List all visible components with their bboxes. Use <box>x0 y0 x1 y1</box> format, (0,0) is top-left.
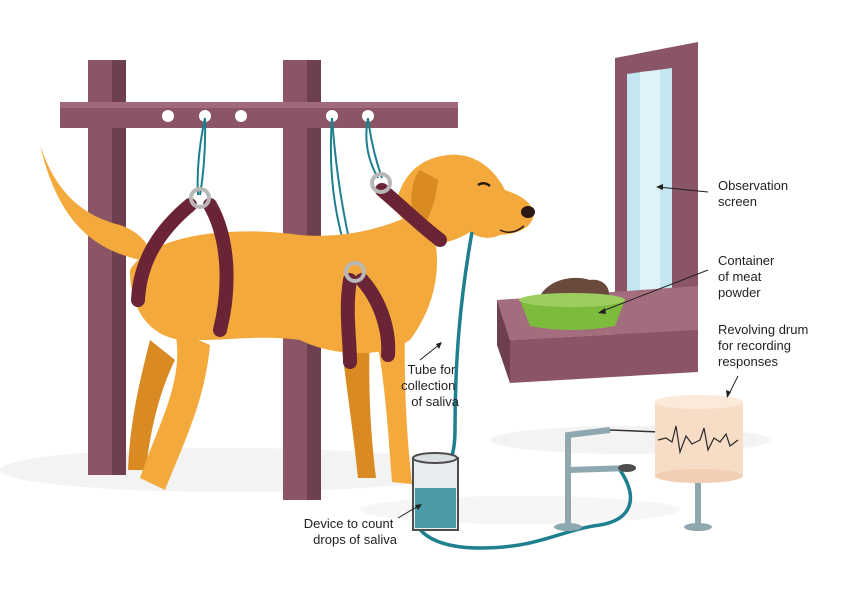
harness-rings <box>189 172 392 283</box>
revolving-drum <box>655 395 743 483</box>
label-saliva-tube: Tube for collection of saliva <box>401 362 460 409</box>
leader-arrowheads <box>415 184 731 510</box>
stand-bases <box>554 464 712 531</box>
label-meat-container: Container of meat powder <box>718 253 778 300</box>
frame-hole <box>235 110 247 122</box>
frame-hole <box>326 110 338 122</box>
frame-hole <box>362 110 374 122</box>
recording-stylus <box>609 429 661 433</box>
label-observation-screen: Observation screen <box>718 178 792 209</box>
frame-hole <box>162 110 174 122</box>
label-revolving-drum: Revolving drum for recording responses <box>718 322 812 369</box>
frame-hole <box>199 110 211 122</box>
label-saliva-counter: Device to count drops of saliva <box>304 516 398 547</box>
observation-screen <box>615 42 698 356</box>
meat-bowl <box>519 277 625 330</box>
dog <box>40 145 535 490</box>
saliva-counter-device <box>412 452 459 531</box>
harness <box>131 183 447 369</box>
